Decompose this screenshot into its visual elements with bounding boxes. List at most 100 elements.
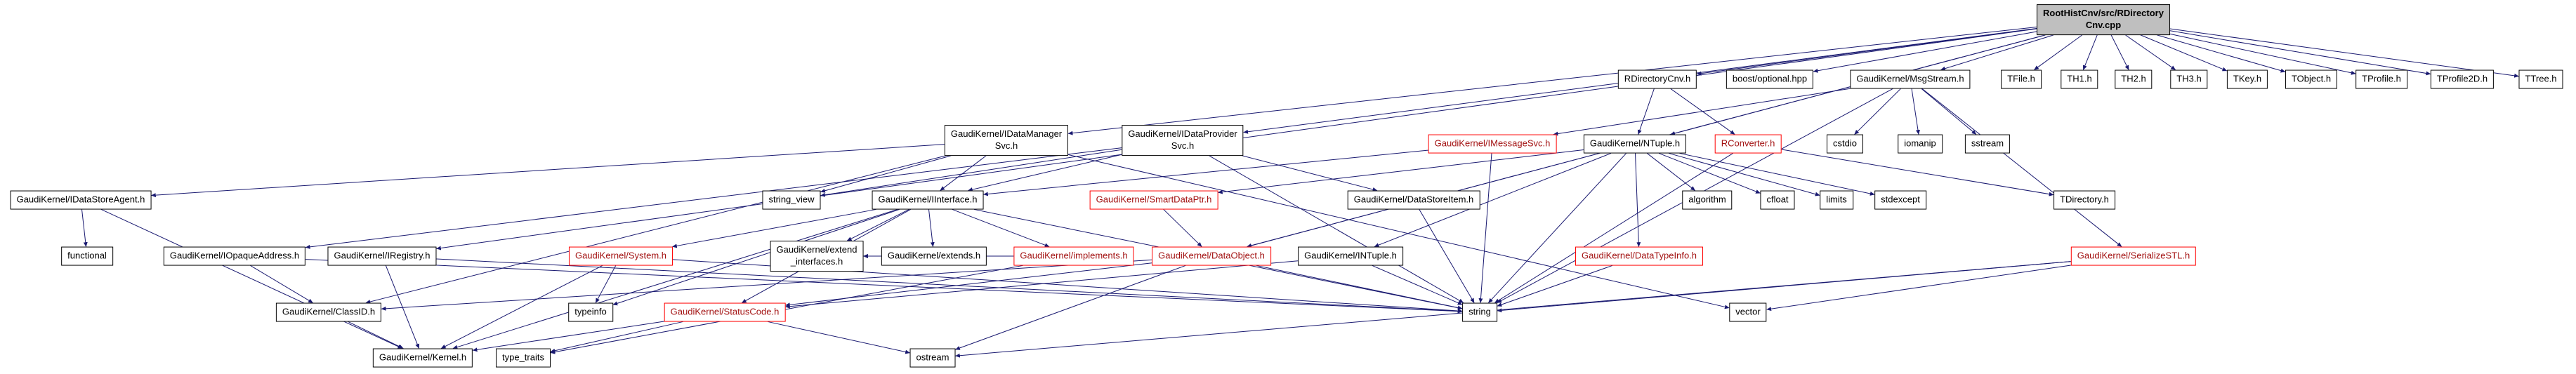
graph-node-extend_interfaces[interactable]: GaudiKernel/extend _interfaces.h xyxy=(770,241,864,272)
include-edge xyxy=(1647,153,1695,191)
graph-node-implements[interactable]: GaudiKernel/implements.h xyxy=(1013,246,1134,266)
graph-node-th2[interactable]: TH2.h xyxy=(2115,69,2153,89)
include-edge xyxy=(1068,154,1730,309)
graph-node-tprofile2d[interactable]: TProfile2D.h xyxy=(2430,69,2495,89)
graph-node-serializestl[interactable]: GaudiKernel/SerializeSTL.h xyxy=(2070,246,2197,266)
include-edge xyxy=(1209,155,1464,303)
graph-node-iinterface[interactable]: GaudiKernel/IInterface.h xyxy=(872,190,984,210)
graph-node-dataobject[interactable]: GaudiKernel/DataObject.h xyxy=(1152,246,1271,266)
graph-node-datastoreitem[interactable]: GaudiKernel/DataStoreItem.h xyxy=(1347,190,1480,210)
include-edge xyxy=(1419,209,1475,303)
graph-node-tfile[interactable]: TFile.h xyxy=(2001,69,2042,89)
include-edge xyxy=(1921,88,1977,135)
include-edge xyxy=(385,265,420,349)
include-edge xyxy=(305,147,1122,249)
include-edge xyxy=(348,321,404,349)
include-edge xyxy=(1679,152,1875,196)
graph-node-tkey[interactable]: TKey.h xyxy=(2226,69,2268,89)
include-edge xyxy=(1218,149,1584,194)
include-edge xyxy=(1766,265,2071,312)
graph-node-tobject[interactable]: TObject.h xyxy=(2285,69,2338,89)
include-edge xyxy=(1494,153,1733,303)
graph-node-smartdataptr[interactable]: GaudiKernel/SmartDataPtr.h xyxy=(1089,190,1218,210)
include-edge xyxy=(968,154,1122,192)
graph-node-rdirectorycnv_h[interactable]: RDirectoryCnv.h xyxy=(1617,69,1697,89)
graph-node-tprofile[interactable]: TProfile.h xyxy=(2355,69,2407,89)
include-edge xyxy=(2125,34,2176,70)
graph-node-msgstream[interactable]: GaudiKernel/MsgStream.h xyxy=(1850,69,1971,89)
include-edge xyxy=(1911,88,1920,135)
include-edge xyxy=(2169,28,2519,78)
include-edge xyxy=(1669,152,1820,196)
include-edge xyxy=(440,265,603,349)
graph-node-ostream[interactable]: ostream xyxy=(909,348,956,368)
include-edge xyxy=(100,208,403,349)
include-edge xyxy=(983,149,1428,196)
include-edge xyxy=(1256,265,1463,310)
graph-node-extends[interactable]: GaudiKernel/extends.h xyxy=(881,246,987,266)
graph-node-sstream[interactable]: sstream xyxy=(1964,134,2011,154)
include-edge xyxy=(1921,88,2122,247)
graph-node-statuscode[interactable]: GaudiKernel/StatusCode.h xyxy=(664,302,786,322)
include-edge xyxy=(250,265,313,303)
graph-node-imessagesvc[interactable]: GaudiKernel/IMessageSvc.h xyxy=(1428,134,1557,154)
graph-node-vector[interactable]: vector xyxy=(1729,302,1767,322)
graph-node-stdexcept[interactable]: stdexcept xyxy=(1874,190,1926,210)
graph-node-classid[interactable]: GaudiKernel/ClassID.h xyxy=(275,302,382,322)
graph-node-idataprovidersvc[interactable]: GaudiKernel/IDataProvider Svc.h xyxy=(1122,125,1244,156)
graph-node-cstdio[interactable]: cstdio xyxy=(1827,134,1863,154)
include-edge xyxy=(928,209,935,247)
include-edge xyxy=(436,258,1463,314)
graph-node-system[interactable]: GaudiKernel/System.h xyxy=(568,246,673,266)
include-edge xyxy=(2034,34,2083,70)
graph-node-typeinfo[interactable]: typeinfo xyxy=(568,302,613,322)
include-edge xyxy=(784,260,1299,309)
graph-node-th3[interactable]: TH3.h xyxy=(2170,69,2208,89)
graph-node-limits[interactable]: limits xyxy=(1820,190,1853,210)
graph-node-th1[interactable]: TH1.h xyxy=(2061,69,2098,89)
include-edge xyxy=(1781,149,2054,196)
include-edge xyxy=(1854,88,1901,135)
include-edge xyxy=(452,208,898,349)
graph-node-functional[interactable]: functional xyxy=(61,246,113,266)
include-edge xyxy=(365,155,946,304)
graph-node-iomanip[interactable]: iomanip xyxy=(1898,134,1943,154)
include-edge xyxy=(2140,34,2228,72)
include-edge xyxy=(672,208,876,248)
graph-node-type_traits[interactable]: type_traits xyxy=(496,348,551,368)
graph-node-string_view[interactable]: string_view xyxy=(762,190,821,210)
graph-node-ntuple[interactable]: GaudiKernel/NTuple.h xyxy=(1583,134,1687,154)
graph-node-tdirectory[interactable]: TDirectory.h xyxy=(2053,190,2115,210)
include-edge xyxy=(952,208,1050,248)
graph-node-ttree[interactable]: TTree.h xyxy=(2518,69,2563,89)
graph-node-iopaqueaddress[interactable]: GaudiKernel/IOpaqueAddress.h xyxy=(163,246,306,266)
graph-node-intuple[interactable]: GaudiKernel/INTuple.h xyxy=(1298,246,1403,266)
include-edge xyxy=(1488,153,1627,303)
graph-node-string[interactable]: string xyxy=(1462,302,1497,322)
include-edge xyxy=(1478,153,1492,303)
include-edge xyxy=(612,208,900,306)
include-edge xyxy=(1553,88,1851,136)
include-edge xyxy=(1497,261,2071,313)
graph-node-idatastoreagent[interactable]: GaudiKernel/IDataStoreAgent.h xyxy=(10,190,152,210)
graph-node-datatypeinfo[interactable]: GaudiKernel/DataTypeInfo.h xyxy=(1575,246,1704,266)
include-edge xyxy=(305,259,1463,314)
graph-node-kernel[interactable]: GaudiKernel/Kernel.h xyxy=(372,348,473,368)
graph-node-iregistry[interactable]: GaudiKernel/IRegistry.h xyxy=(327,246,437,266)
include-edge xyxy=(940,155,987,191)
graph-node-idatamanagersvc[interactable]: GaudiKernel/IDataManager Svc.h xyxy=(944,125,1069,156)
include-edge xyxy=(550,265,1023,354)
graph-node-root[interactable]: RootHistCnv/src/RDirectory Cnv.cpp xyxy=(2037,4,2170,35)
include-edge xyxy=(820,149,1122,197)
include-edge xyxy=(1813,31,2037,73)
graph-node-boost_optional[interactable]: boost/optional.hpp xyxy=(1726,69,1814,89)
graph-node-cfloat[interactable]: cfloat xyxy=(1760,190,1795,210)
graph-node-rconverter[interactable]: RConverter.h xyxy=(1714,134,1782,154)
graph-node-algorithm[interactable]: algorithm xyxy=(1682,190,1733,210)
include-edge xyxy=(81,209,88,247)
include-edge xyxy=(1067,26,2037,135)
include-edge xyxy=(846,208,909,241)
include-edge xyxy=(1242,155,1378,192)
